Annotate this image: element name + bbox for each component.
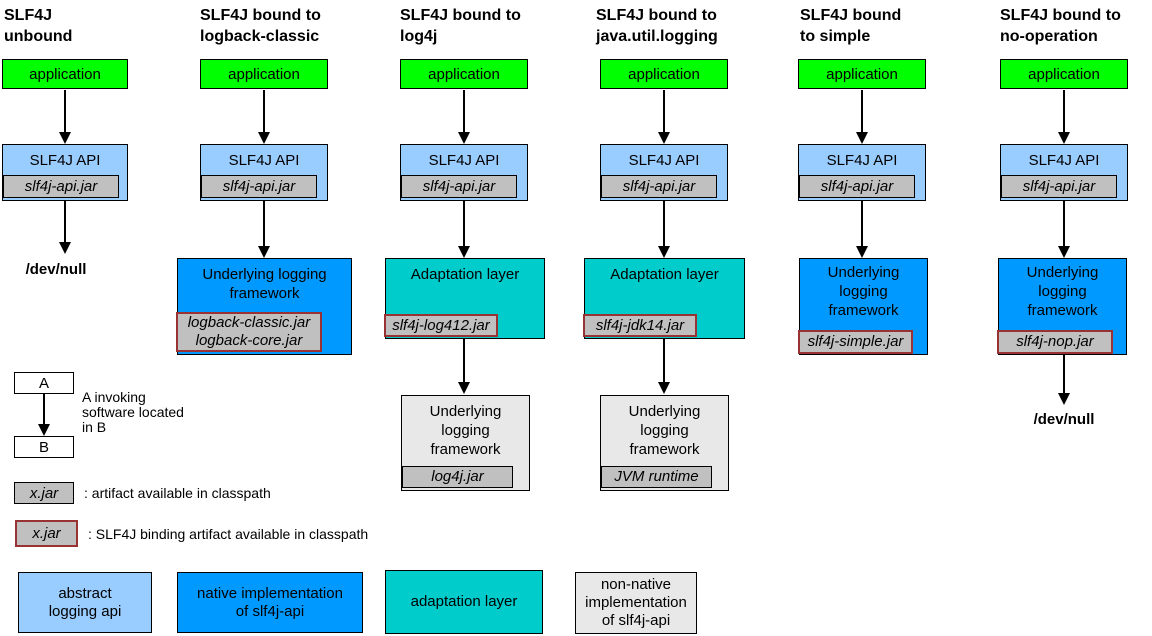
underlying-framework-box-log4j: Underlying logging framework log4j.jar <box>401 395 530 491</box>
arrow-down-icon <box>657 201 670 258</box>
application-label: application <box>29 65 101 83</box>
legend-artifact-text: : artifact available in classpath <box>84 485 271 501</box>
dev-null-label: /dev/null <box>1033 411 1095 428</box>
legend-a-label: A <box>38 374 49 392</box>
application-box-col3: application <box>400 59 528 89</box>
arrow-down-icon <box>855 90 868 144</box>
slf4j-log4j-binding-jar: slf4j-log412.jar <box>384 314 498 337</box>
slf4j-api-label: SLF4J API <box>1028 152 1100 169</box>
slf4j-nop-binding-jar: slf4j-nop.jar <box>997 330 1113 354</box>
application-label: application <box>428 65 500 83</box>
underlying-framework-box-jul: Underlying logging framework JVM runtime <box>600 395 729 491</box>
arrow-down-icon <box>58 90 71 144</box>
legend-binding-jar-box: x.jar <box>15 520 78 547</box>
slf4j-api-jar: slf4j-api.jar <box>601 175 717 198</box>
arrow-down-icon <box>657 339 670 394</box>
legend-binding-jar-label: x.jar <box>32 525 61 542</box>
column-title-nop: SLF4J bound to no-operation <box>1000 7 1121 45</box>
underlying-framework-box-simple: Underlying logging framework slf4j-simpl… <box>798 258 928 355</box>
underlying-framework-label: Underlying logging framework <box>628 403 701 458</box>
application-label: application <box>628 65 700 83</box>
legend-artifact-jar-box: x.jar <box>14 482 74 504</box>
jvm-runtime-jar: JVM runtime <box>601 466 712 488</box>
column-title-log4j: SLF4J bound to log4j <box>400 7 521 45</box>
slf4j-api-label: SLF4J API <box>628 152 700 169</box>
application-box-col5: application <box>798 59 926 89</box>
application-label: application <box>826 65 898 83</box>
slf4j-api-box-col2: SLF4J API slf4j-api.jar <box>200 144 328 201</box>
application-box-col1: application <box>2 59 128 89</box>
arrow-down-icon <box>457 339 470 394</box>
column-title-unbound: SLF4J unbound <box>4 7 73 45</box>
slf4j-api-jar: slf4j-api.jar <box>401 175 517 198</box>
slf4j-api-label: SLF4J API <box>228 152 300 169</box>
arrow-down-icon <box>257 90 270 144</box>
slf4j-api-jar: slf4j-api.jar <box>3 175 119 198</box>
application-box-col2: application <box>200 59 328 89</box>
arrow-down-icon <box>457 90 470 144</box>
slf4j-api-box-col6: SLF4J API slf4j-api.jar <box>1000 144 1128 201</box>
column-title-simple: SLF4J bound to simple <box>800 7 902 45</box>
legend-type-abstract-api: abstract logging api <box>18 572 152 633</box>
slf4j-simple-binding-jar: slf4j-simple.jar <box>798 330 913 354</box>
underlying-framework-label: Underlying logging framework <box>1026 264 1099 319</box>
logback-jars: logback-classic.jar logback-core.jar <box>176 312 322 352</box>
underlying-framework-label: Underlying logging framework <box>429 403 502 458</box>
legend-type-nonnative-impl: non-native implementation of slf4j-api <box>575 572 697 634</box>
arrow-down-icon <box>37 394 50 436</box>
slf4j-api-jar: slf4j-api.jar <box>799 175 915 198</box>
column-title-jul: SLF4J bound to java.util.logging <box>596 7 718 45</box>
arrow-down-icon <box>1057 355 1070 405</box>
slf4j-api-box-col3: SLF4J API slf4j-api.jar <box>400 144 528 201</box>
arrow-down-icon <box>457 201 470 258</box>
log4j-jar: log4j.jar <box>402 466 513 488</box>
slf4j-api-box-col4: SLF4J API slf4j-api.jar <box>600 144 728 201</box>
slf4j-jdk14-binding-jar: slf4j-jdk14.jar <box>583 314 697 337</box>
application-label: application <box>228 65 300 83</box>
arrow-down-icon <box>58 201 71 254</box>
underlying-framework-label: Underlying logging framework <box>827 264 900 319</box>
underlying-framework-box-nop: Underlying logging framework slf4j-nop.j… <box>997 258 1127 355</box>
application-box-col6: application <box>1000 59 1128 89</box>
application-label: application <box>1028 65 1100 83</box>
arrow-down-icon <box>1057 201 1070 258</box>
slf4j-api-box-col1: SLF4J API slf4j-api.jar <box>2 144 128 201</box>
slf4j-api-label: SLF4J API <box>29 152 101 169</box>
application-box-col4: application <box>600 59 728 89</box>
legend-box-b: B <box>14 436 74 458</box>
underlying-framework-label: Underlying logging framework <box>202 266 327 302</box>
adaptation-layer-box-jul: Adaptation layer slf4j-jdk14.jar <box>583 258 745 339</box>
slf4j-api-label: SLF4J API <box>428 152 500 169</box>
legend-invoke-note: A invoking software located in B <box>82 389 184 435</box>
legend-box-a: A <box>14 372 74 394</box>
legend-b-label: B <box>38 438 49 456</box>
legend-artifact-jar-label: x.jar <box>29 484 59 502</box>
legend-type-native-impl: native implementation of slf4j-api <box>177 572 363 633</box>
arrow-down-icon <box>257 201 270 258</box>
legend-type-adaptation-layer: adaptation layer <box>385 570 543 634</box>
slf4j-api-label: SLF4J API <box>826 152 898 169</box>
column-title-logback: SLF4J bound to logback-classic <box>200 7 321 45</box>
slf4j-api-jar: slf4j-api.jar <box>201 175 317 198</box>
adaptation-layer-box-log4j: Adaptation layer slf4j-log412.jar <box>384 258 545 339</box>
slf4j-api-jar: slf4j-api.jar <box>1001 175 1117 198</box>
underlying-framework-box-logback: Underlying logging framework logback-cla… <box>176 258 352 355</box>
arrow-down-icon <box>1057 90 1070 144</box>
slf4j-api-box-col5: SLF4J API slf4j-api.jar <box>798 144 926 201</box>
adaptation-layer-label: Adaptation layer <box>610 266 719 283</box>
arrow-down-icon <box>657 90 670 144</box>
adaptation-layer-label: Adaptation layer <box>410 266 520 283</box>
legend-binding-text: : SLF4J binding artifact available in cl… <box>88 525 369 542</box>
dev-null-label: /dev/null <box>25 261 87 278</box>
arrow-down-icon <box>855 201 868 258</box>
